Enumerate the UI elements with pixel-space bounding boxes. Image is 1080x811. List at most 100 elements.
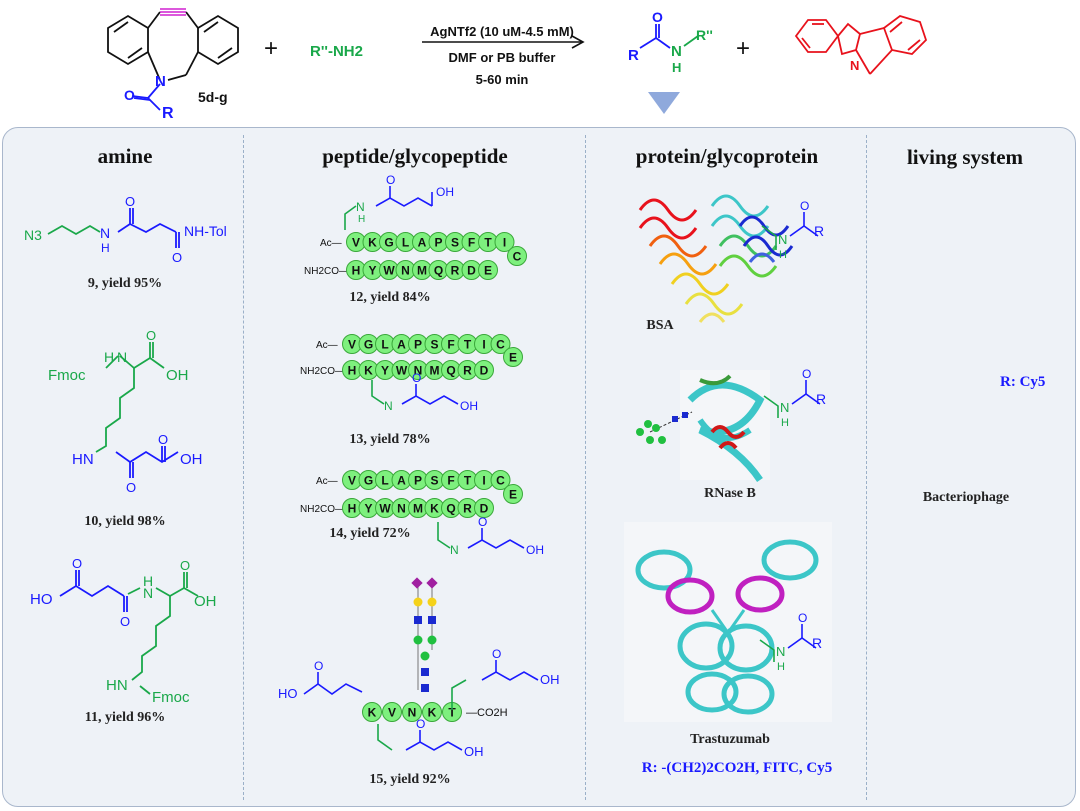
svg-text:HO: HO bbox=[30, 591, 53, 608]
residue-P-label: P bbox=[414, 474, 422, 488]
svg-text:OH: OH bbox=[194, 593, 217, 610]
reagent-n: N bbox=[155, 73, 166, 90]
header-protein: protein/glycoprotein bbox=[635, 144, 819, 168]
svg-text:O: O bbox=[146, 328, 156, 343]
svg-text:O: O bbox=[314, 659, 323, 673]
residue-C-label: C bbox=[513, 250, 522, 264]
divider-2 bbox=[585, 135, 586, 800]
n-terminus: Ac— bbox=[320, 238, 342, 249]
residue-A-label: A bbox=[418, 236, 427, 250]
residue-K-label: K bbox=[428, 706, 437, 720]
svg-text:O: O bbox=[158, 432, 168, 447]
reaction-arrow bbox=[422, 35, 585, 49]
conditions-2: DMF or PB buffer bbox=[449, 50, 556, 65]
residue-G-label: G bbox=[384, 236, 393, 250]
svg-text:H: H bbox=[781, 417, 789, 429]
residue-C bbox=[490, 470, 511, 490]
label-rnase: RNase B bbox=[704, 486, 756, 501]
svg-text:HO: HO bbox=[278, 686, 298, 701]
residue-T-label: T bbox=[484, 236, 492, 250]
svg-text:O: O bbox=[478, 515, 487, 529]
svg-text:HN: HN bbox=[72, 451, 94, 468]
byproduct-structure bbox=[794, 15, 928, 75]
caption-15: 15, yield 92% bbox=[369, 772, 451, 787]
residue-D-label: D bbox=[480, 502, 489, 516]
svg-text:O: O bbox=[416, 717, 425, 731]
residue-P-label: P bbox=[434, 236, 442, 250]
label-trastuzumab: Trastuzumab bbox=[690, 732, 770, 747]
amine-structures: N3 N H O O NH-Tol Fmoc H N O OH HN O O O… bbox=[24, 194, 227, 706]
residue-V-label: V bbox=[388, 706, 396, 720]
svg-text:Fmoc: Fmoc bbox=[48, 367, 86, 384]
residue-Q-label: Q bbox=[446, 364, 455, 378]
svg-text:OH: OH bbox=[526, 543, 544, 557]
conditions-1: AgNTf2 (10 uM-4.5 mM) bbox=[430, 24, 574, 39]
svg-text:O: O bbox=[125, 194, 135, 209]
caption-11: 11, yield 96% bbox=[84, 710, 166, 725]
residue-E bbox=[503, 484, 523, 504]
product-r2: R'' bbox=[696, 27, 713, 43]
product-structure bbox=[639, 24, 699, 49]
svg-text:O: O bbox=[798, 611, 807, 625]
reagent-label: 5d-g bbox=[198, 89, 228, 105]
svg-text:O: O bbox=[412, 371, 421, 385]
residue-Q-label: Q bbox=[434, 264, 443, 278]
residue-V-label: V bbox=[348, 338, 356, 352]
c-terminus: NH2CO— bbox=[300, 504, 345, 515]
results-panel bbox=[2, 127, 1076, 807]
residue-E-label: E bbox=[484, 264, 492, 278]
residue-P-label: P bbox=[414, 338, 422, 352]
svg-text:OH: OH bbox=[180, 451, 203, 468]
residue-L-label: L bbox=[381, 338, 388, 352]
residue-D bbox=[474, 498, 494, 518]
svg-text:H: H bbox=[101, 241, 110, 255]
svg-text:R: R bbox=[812, 635, 822, 651]
header-amine: amine bbox=[97, 144, 153, 168]
svg-text:N3: N3 bbox=[24, 227, 42, 243]
svg-text:N: N bbox=[100, 225, 110, 241]
label-bsa: BSA bbox=[646, 318, 674, 333]
residue-E-label: E bbox=[509, 351, 517, 365]
svg-text:N: N bbox=[384, 399, 393, 413]
residue-C bbox=[507, 246, 527, 266]
residue-R-label: R bbox=[463, 502, 472, 516]
residue-V-label: V bbox=[348, 474, 356, 488]
c-terminus: NH2CO— bbox=[304, 266, 349, 277]
residue-M-label: M bbox=[417, 264, 427, 278]
byproduct-n: N bbox=[850, 58, 859, 73]
residue-I-label: I bbox=[482, 338, 485, 352]
residue-K bbox=[422, 702, 442, 722]
header-peptide: peptide/glycopeptide bbox=[322, 144, 508, 168]
divider-3 bbox=[866, 135, 867, 800]
residue-K-label: K bbox=[368, 706, 377, 720]
residue-F-label: F bbox=[447, 474, 454, 488]
residue-C-label: C bbox=[496, 338, 505, 352]
residue-T-label: T bbox=[464, 338, 472, 352]
residue-I bbox=[494, 232, 515, 252]
amine-reactant: R''-NH2 bbox=[310, 43, 363, 60]
glycan-tree bbox=[411, 577, 438, 692]
residue-G-label: G bbox=[364, 338, 373, 352]
residue-V-label: V bbox=[352, 236, 360, 250]
residue-D bbox=[474, 360, 494, 380]
product-h: H bbox=[672, 60, 681, 75]
residue-T-label: T bbox=[464, 474, 472, 488]
residue-N bbox=[402, 702, 422, 722]
svg-text:OH: OH bbox=[464, 744, 484, 759]
alkyne-bond bbox=[160, 8, 186, 16]
residue-N-label: N bbox=[397, 502, 406, 516]
caption-12: 12, yield 84% bbox=[349, 290, 431, 305]
trastuzumab-structure bbox=[624, 522, 832, 722]
c-terminus: NH2CO— bbox=[300, 366, 345, 377]
acyl-group bbox=[131, 83, 161, 111]
residue-H-label: H bbox=[348, 364, 357, 378]
svg-text:O: O bbox=[802, 367, 811, 381]
residue-G-label: G bbox=[364, 474, 373, 488]
residue-E bbox=[478, 260, 498, 280]
svg-text:O: O bbox=[172, 250, 182, 265]
residue-K bbox=[362, 702, 382, 722]
residue-K-label: K bbox=[430, 502, 439, 516]
residue-K-label: K bbox=[364, 364, 373, 378]
plus-2: + bbox=[736, 35, 750, 62]
